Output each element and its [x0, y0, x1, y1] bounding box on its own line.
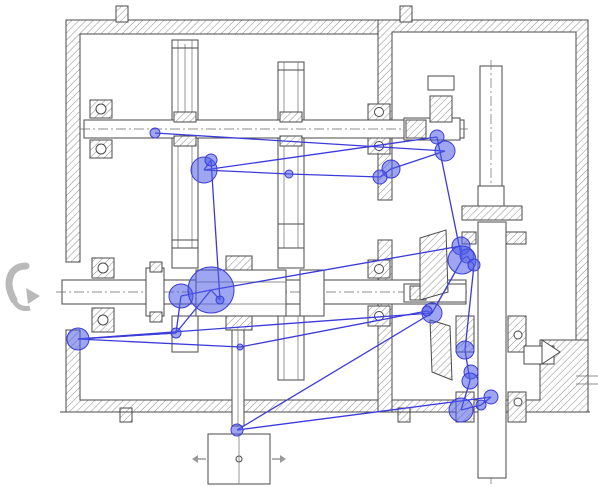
upper-gear-left	[171, 39, 199, 249]
fixation-point	[284, 169, 294, 179]
vertical-shaft-assembly	[419, 60, 561, 487]
fixation-point	[204, 153, 218, 167]
upper-shaft-assembly	[80, 99, 470, 159]
fixation-point	[429, 129, 445, 145]
fixation-point	[66, 327, 90, 351]
fixation-point	[483, 389, 499, 405]
fixation-point	[236, 343, 244, 351]
top-nub-right	[399, 5, 413, 23]
scanpath-segment	[203, 136, 438, 171]
fixation-point	[461, 372, 479, 390]
scanpath-segment	[154, 132, 446, 152]
fixation-point	[421, 305, 433, 317]
left-arrow-icon	[192, 455, 206, 463]
lower-shaft-assembly	[56, 255, 470, 333]
upper-gear-right	[277, 61, 305, 249]
fixation-point	[187, 266, 235, 314]
scanpath-segment	[203, 169, 290, 175]
scanpath-segment	[288, 173, 381, 178]
bottom-nub-left	[119, 407, 133, 423]
scanpath-segment	[464, 264, 475, 351]
top-nub-left	[115, 5, 129, 23]
fixation-point	[230, 423, 244, 437]
scanpath-segment	[77, 338, 241, 348]
fixation-point	[170, 327, 182, 339]
shift-lever	[207, 329, 271, 485]
fixation-point	[467, 258, 481, 272]
scanpath-segment	[239, 310, 428, 348]
fixation-point	[475, 399, 487, 411]
housing-right-shell	[377, 19, 589, 357]
scanpath-segment	[236, 312, 433, 431]
fixation-point	[434, 140, 456, 162]
scanpath-segment	[77, 312, 433, 340]
fixation-point	[372, 169, 388, 185]
scanpath-segment	[77, 332, 177, 340]
scanpath-overlay	[66, 127, 499, 437]
scanpath-segment	[236, 396, 492, 431]
fixation-point	[149, 127, 161, 139]
right-arrow-icon	[272, 455, 286, 463]
housing-left-shell	[65, 19, 379, 263]
fixation-point	[215, 295, 225, 305]
scanpath-segment	[210, 245, 462, 291]
fixation-point	[448, 397, 474, 423]
bottom-nub-right	[397, 407, 411, 423]
housing-left-lower-shell	[65, 329, 379, 413]
curved-arrow-icon	[5, 262, 40, 311]
fixation-point	[455, 340, 475, 360]
